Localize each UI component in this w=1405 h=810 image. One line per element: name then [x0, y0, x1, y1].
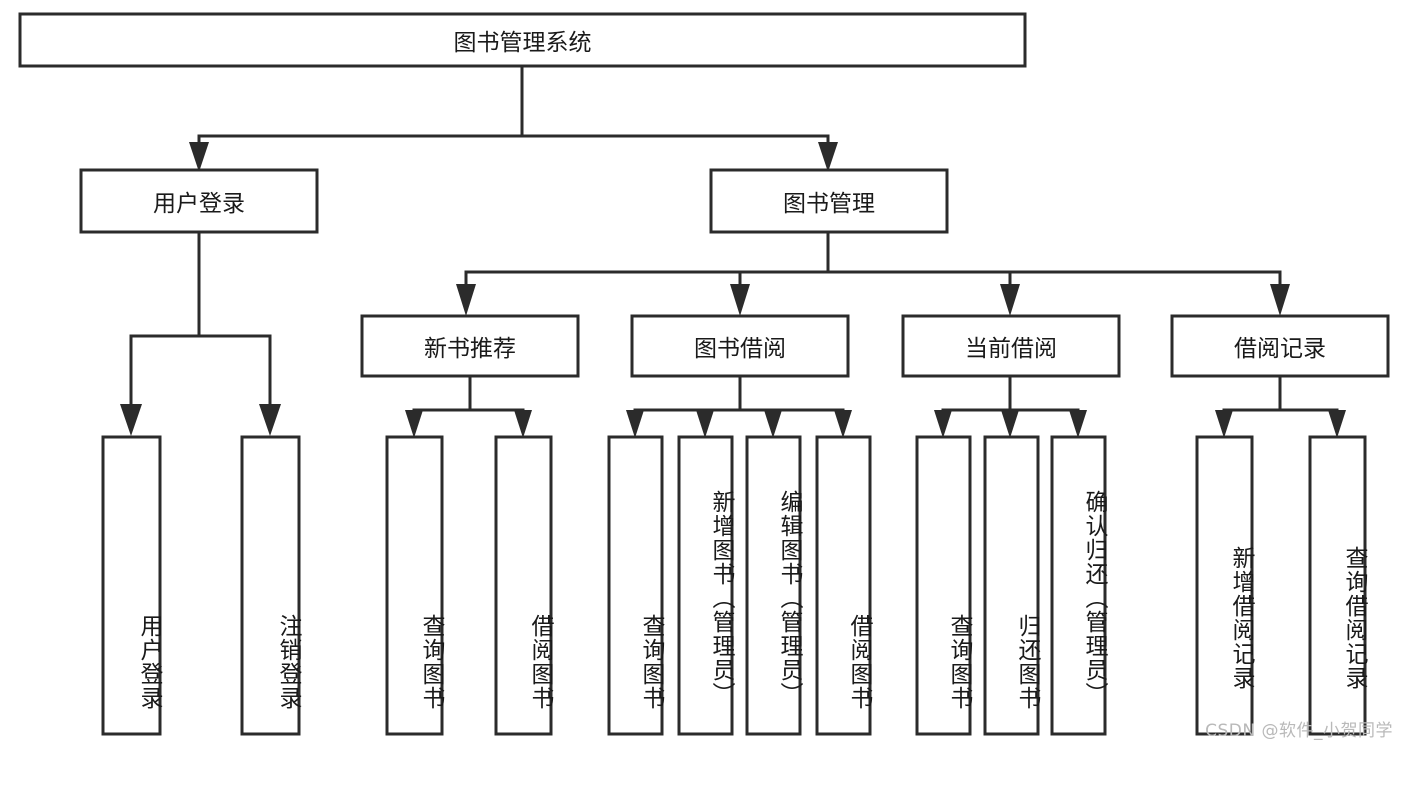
- arrow-head-icon: [1001, 410, 1019, 438]
- arrow-head-icon: [730, 284, 750, 316]
- arrow-head-icon: [818, 142, 838, 172]
- arrow-head-icon: [456, 284, 476, 316]
- node-user-login[interactable]: [79, 168, 319, 234]
- arrow-head-icon: [1069, 410, 1087, 438]
- node-borrow-record[interactable]: [1170, 314, 1390, 378]
- arrow-head-icon: [626, 410, 644, 438]
- node-leaf-add-book[interactable]: [677, 435, 734, 736]
- arrow-head-icon: [189, 142, 209, 172]
- node-leaf-borrow-book-2[interactable]: [815, 435, 872, 736]
- node-root-book-management-system[interactable]: [18, 12, 1027, 68]
- arrow-head-icon: [259, 404, 281, 436]
- diagram-canvas: [18, 12, 1390, 736]
- connector-bookmgmt-to-level3: [456, 232, 1290, 316]
- connector-bookborrow-to-leaves: [626, 375, 852, 438]
- node-book-management[interactable]: [709, 168, 949, 234]
- connector-borrowrecord-to-leaves: [1215, 375, 1346, 438]
- arrow-head-icon: [1328, 410, 1346, 438]
- arrow-head-icon: [834, 410, 852, 438]
- arrow-head-icon: [405, 410, 423, 438]
- connector-currentborrow-to-leaves: [934, 375, 1087, 438]
- arrow-head-icon: [1270, 284, 1290, 316]
- hierarchy-diagram: 图书管理系统 用户登录 图书管理 新书推荐 图书借阅 当前借阅 借阅记录 用户登…: [18, 12, 1393, 741]
- node-leaf-query-book-2[interactable]: [607, 435, 664, 736]
- connector-root-to-level2: [189, 66, 838, 172]
- node-leaf-query-record[interactable]: [1308, 435, 1367, 736]
- node-leaf-add-record[interactable]: [1195, 435, 1254, 736]
- arrow-head-icon: [934, 410, 952, 438]
- node-leaf-query-book-1[interactable]: [385, 435, 444, 736]
- arrow-head-icon: [1000, 284, 1020, 316]
- node-book-borrow[interactable]: [630, 314, 850, 378]
- node-leaf-query-book-3[interactable]: [915, 435, 972, 736]
- node-new-book-recommend[interactable]: [360, 314, 580, 378]
- node-leaf-edit-book[interactable]: [745, 435, 802, 736]
- arrow-head-icon: [514, 410, 532, 438]
- node-leaf-confirm-return[interactable]: [1050, 435, 1107, 736]
- node-leaf-logout-login[interactable]: [240, 435, 301, 736]
- arrow-head-icon: [696, 410, 714, 438]
- arrow-head-icon: [764, 410, 782, 438]
- node-leaf-borrow-book-1[interactable]: [494, 435, 553, 736]
- watermark-text: CSDN @软件_小贺同学: [1205, 721, 1393, 741]
- node-current-borrow[interactable]: [901, 314, 1121, 378]
- node-leaf-user-login[interactable]: [101, 435, 162, 736]
- connector-newbook-to-leaves: [405, 375, 532, 438]
- node-leaf-return-book[interactable]: [983, 435, 1040, 736]
- arrow-head-icon: [1215, 410, 1233, 438]
- connector-userlogin-to-leaves: [120, 232, 281, 436]
- arrow-head-icon: [120, 404, 142, 436]
